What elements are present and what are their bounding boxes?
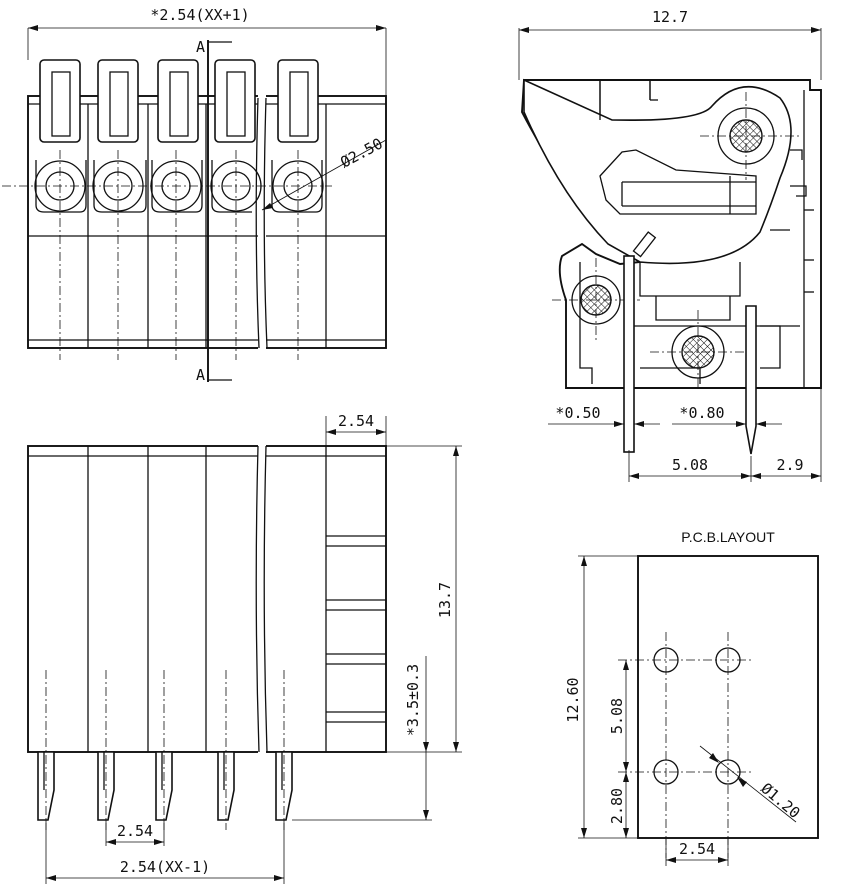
top-view: *2.54(XX+1) A A xyxy=(2,6,387,384)
pcb-pitch-label: 2.54 xyxy=(679,840,715,858)
front-total-dimension: 2.54(XX-1) xyxy=(45,820,285,884)
pin-length-label: *3.5±0.3 xyxy=(404,664,422,736)
side-pin-dimensions: *0.50 *0.80 5.08 2.9 xyxy=(548,388,822,482)
front-pitch-label: 2.54 xyxy=(117,822,153,840)
top-pitch-total-label: *2.54(XX+1) xyxy=(150,6,249,24)
pcb-edge-offset-dimension: 2.80 xyxy=(608,772,629,838)
front-pitch-dimension: 2.54 xyxy=(105,820,165,846)
pin-diag-label: *0.80 xyxy=(679,404,724,422)
pcb-layout: P.C.B.LAYOUT 12.60 5.08 xyxy=(564,529,819,866)
pcb-height-dimension: 12.60 xyxy=(564,555,638,839)
pin-width-label: *0.50 xyxy=(555,404,600,422)
front-height-dimension: 13.7 xyxy=(386,445,462,753)
pcb-row-spacing-dimension: 5.08 xyxy=(608,660,629,772)
top-pitch-total-dimension: *2.54(XX+1) xyxy=(27,6,387,96)
front-module-width-dimension: 2.54 xyxy=(325,412,387,446)
pcb-height-label: 12.60 xyxy=(564,677,582,722)
front-total-label: 2.54(XX-1) xyxy=(120,858,210,876)
section-line-a: A A xyxy=(196,38,232,384)
front-pin-length-dimension: *3.5±0.3 xyxy=(292,656,432,821)
pin-spacing-label: 5.08 xyxy=(672,456,708,474)
pcb-hole-leader: Ø1.20 xyxy=(699,745,804,823)
pcb-hole-label: Ø1.20 xyxy=(757,779,803,822)
pin-offset-label: 2.9 xyxy=(776,456,803,474)
front-height-label: 13.7 xyxy=(436,582,454,618)
section-mark-top: A xyxy=(196,38,205,56)
module-width-label: 2.54 xyxy=(338,412,374,430)
pcb-row-spacing-label: 5.08 xyxy=(608,698,626,734)
pcb-layout-title: P.C.B.LAYOUT xyxy=(681,529,775,545)
front-view: 2.54 xyxy=(27,412,462,884)
side-width-dimension: 12.7 xyxy=(518,8,822,80)
hole-diameter-leader: Ø2.50 xyxy=(261,134,387,211)
side-view: 12.7 xyxy=(518,8,822,482)
pcb-edge-offset-label: 2.80 xyxy=(608,788,626,824)
side-width-label: 12.7 xyxy=(652,8,688,26)
release-buttons xyxy=(39,59,319,143)
front-pins xyxy=(37,751,293,821)
hole-diameter-label: Ø2.50 xyxy=(337,134,385,171)
pcb-pitch-dimension: 2.54 xyxy=(665,838,729,866)
section-mark-bottom: A xyxy=(196,366,205,384)
